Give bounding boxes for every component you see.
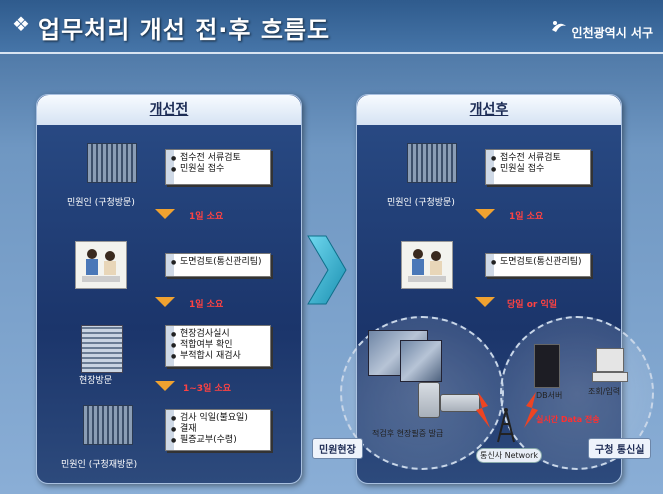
down-arrow-icon [475, 297, 495, 307]
after-stage2-box: 도면검토(통신관리팀) [485, 253, 591, 277]
after-stage1-item-1: 접수전 서류검토 [491, 153, 586, 164]
after-stage1-box: 접수전 서류검토 민원실 접수 [485, 149, 591, 185]
before-stage1-item-2: 민원실 접수 [171, 164, 266, 175]
box-tab [166, 410, 174, 450]
after-step1: 1일 소요 [509, 212, 544, 222]
box-tab [166, 150, 174, 184]
box-tab [486, 150, 494, 184]
before-stage4-item-1: 검사 익일(불요일) [171, 413, 266, 424]
after-stage1-item-2: 민원실 접수 [491, 164, 586, 175]
network-tower-icon [497, 408, 515, 443]
before-stage2-box: 도면검토(통신관리팀) [165, 253, 271, 277]
lightning-left-icon [476, 392, 490, 428]
down-arrow-icon [155, 381, 175, 391]
field-circle-label: 민원현장 [312, 438, 363, 459]
reviewers-image [401, 241, 453, 289]
before-step1: 1일 소요 [189, 212, 224, 222]
before-stage4-box: 검사 익일(불요일) 결재 필증교부(수령) [165, 409, 271, 451]
before-stage3-item-2: 적합여부 확인 [171, 340, 266, 351]
people-icon [82, 249, 120, 282]
reviewers-image [75, 241, 127, 289]
pc-monitor-icon [596, 348, 624, 372]
org-logo: 인천광역시 서구 [551, 21, 653, 41]
before-stage1-label: 민원인 (구청방문) [67, 198, 135, 208]
down-arrow-icon [155, 297, 175, 307]
before-stage2-item-1: 도면검토(통신관리팀) [171, 257, 266, 268]
header-band [0, 0, 663, 52]
after-heading: 개선후 [357, 95, 621, 125]
before-stage4-label: 민원인 (구청재방문) [61, 460, 138, 470]
building-tower-image [81, 325, 123, 373]
field-photo-2 [400, 340, 442, 382]
before-stage3-item-3: 부적합시 재검사 [171, 351, 266, 362]
before-stage3-item-1: 현장검사실시 [171, 329, 266, 340]
before-stage3-box: 현장검사실시 적합여부 확인 부적합시 재검사 [165, 325, 271, 367]
people-icon [408, 249, 446, 282]
network-label: 통신사 Network [476, 448, 543, 463]
pda-device-icon [418, 382, 440, 418]
before-stage4-item-2: 결재 [171, 424, 266, 435]
after-stage2-item-1: 도면검토(통신관리팀) [491, 257, 586, 268]
box-tab [166, 326, 174, 366]
city-hall-building-image [83, 405, 133, 445]
box-tab [486, 254, 494, 276]
logo-mark-icon [551, 21, 566, 32]
before-stage4-item-3: 필증교부(수령) [171, 435, 266, 446]
down-arrow-icon [475, 209, 495, 219]
transfer-label: 실시간 Data 전송 [536, 415, 600, 424]
office-circle-label: 구청 통신실 [588, 438, 652, 459]
before-step3: 1~3일 소요 [183, 384, 232, 394]
after-step2: 당일 or 익일 [507, 300, 558, 310]
server-label: DB서버 [536, 391, 563, 400]
field-caption: 적검후 현장필증 발급 [372, 429, 444, 438]
transition-arrow-icon [307, 235, 347, 305]
before-panel: 개선전 접수전 서류검토 민원실 접수 민원인 (구청방문) 1일 소요 도면검… [36, 94, 302, 484]
logo-text: 인천광역시 서구 [571, 26, 653, 40]
header-divider [0, 52, 663, 54]
down-arrow-icon [155, 209, 175, 219]
before-step2: 1일 소요 [189, 300, 224, 310]
before-stage1-box: 접수전 서류검토 민원실 접수 [165, 149, 271, 185]
box-tab [166, 254, 174, 276]
page-title: 업무처리 개선 전·후 흐름도 [38, 16, 331, 44]
city-hall-building-image [87, 143, 137, 183]
diamond-bullet-icon: ❖ [12, 12, 30, 36]
pc-keyboard-icon [592, 372, 628, 382]
after-stage1-label: 민원인 (구청방문) [387, 198, 455, 208]
before-stage3-label: 현장방문 [79, 376, 113, 386]
city-hall-building-image [407, 143, 457, 183]
before-heading: 개선전 [37, 95, 301, 125]
printer-device-icon [440, 394, 480, 412]
pc-label: 조회/입력 [588, 387, 621, 396]
lightning-right-icon [524, 392, 538, 428]
db-server-icon [534, 344, 560, 388]
before-stage1-item-1: 접수전 서류검토 [171, 153, 266, 164]
